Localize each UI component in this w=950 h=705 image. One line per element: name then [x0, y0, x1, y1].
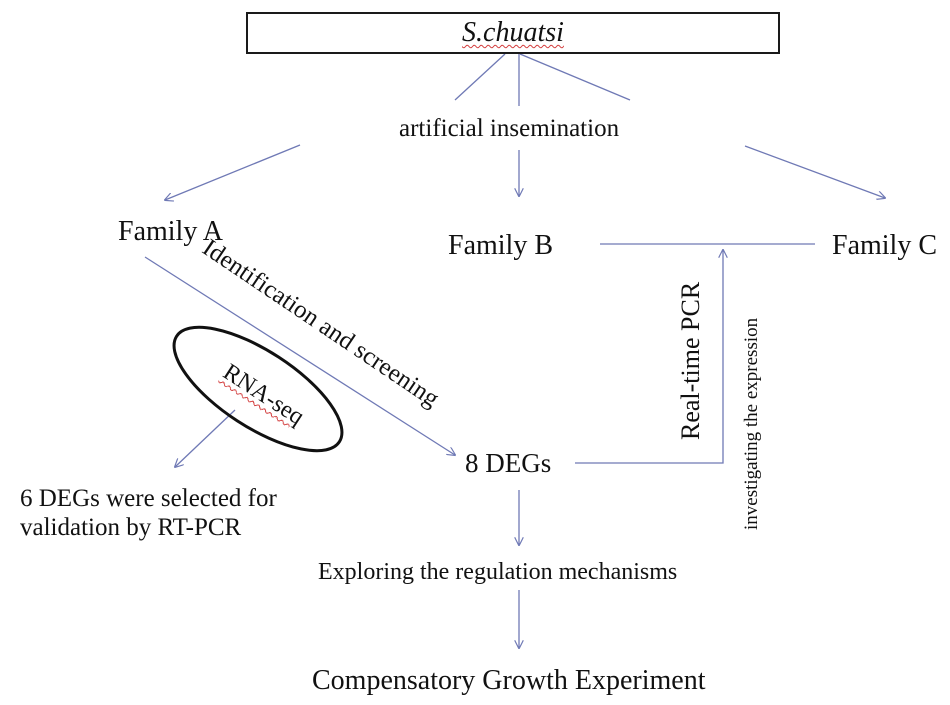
insemination-label: artificial insemination — [399, 115, 620, 142]
selected-line-1: 6 DEGs were selected for — [20, 485, 277, 512]
exploring-label: Exploring the regulation mechanisms — [318, 559, 678, 585]
degs-label: 8 DEGs — [465, 448, 552, 478]
family-a-label: Family A — [118, 216, 224, 247]
realtime-pcr-label: Real-time PCR — [676, 281, 705, 440]
selected-line-2: validation by RT-PCR — [20, 514, 242, 541]
experiment-label: Compensatory Growth Experiment — [312, 665, 706, 696]
family-b-label: Family B — [448, 230, 554, 261]
line-title-to-insemination-left — [454, 53, 506, 101]
line-title-to-insemination-right — [519, 53, 631, 101]
investigating-label: investigating the expression — [741, 317, 762, 530]
family-c-label: Family C — [832, 230, 938, 261]
title-text: S.chuatsi — [462, 17, 564, 48]
arrow-to-family-a — [165, 144, 301, 200]
arrow-rnaseq-to-selected — [175, 409, 236, 467]
arrow-family-a-to-degs — [144, 256, 455, 455]
connector-degs-to-pcr — [575, 250, 723, 464]
arrow-to-family-c — [744, 145, 885, 198]
rna-seq-ellipse — [172, 325, 344, 453]
title-box: S.chuatsi — [246, 12, 780, 54]
